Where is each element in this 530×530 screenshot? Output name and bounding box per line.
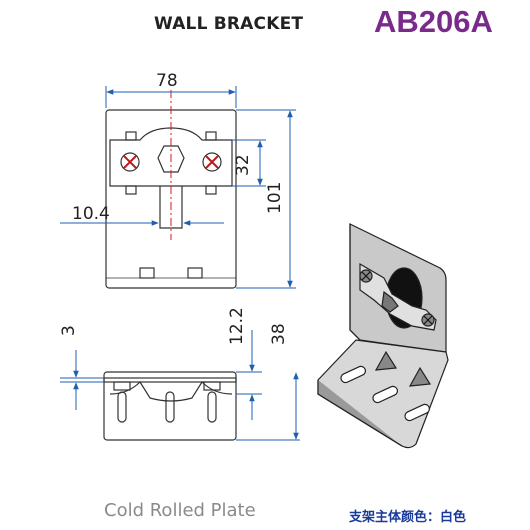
model-code: AB206A (374, 4, 493, 39)
dim-thickness-label: 3 (59, 325, 79, 336)
isometric-view (317, 223, 449, 449)
bottom-flange (103, 377, 237, 383)
screw-right (202, 152, 222, 172)
dim-width-label: 78 (156, 71, 178, 91)
clamp-plate (109, 127, 233, 187)
bottom-screw-right (207, 391, 217, 423)
iso-slot-3 (404, 403, 431, 422)
dim-height (236, 109, 296, 289)
color-note: 支架主体颜色：白色 (349, 510, 467, 525)
bottom-screw-left (117, 391, 127, 423)
clamp-tab-bottom-left (125, 185, 137, 195)
material-label: Cold Rolled Plate (104, 500, 256, 521)
dim-hole-spacing-label: 32 (233, 154, 253, 176)
bottom-nut-right (203, 381, 221, 391)
dim-flange-offset-label: 12.2 (227, 307, 247, 345)
dim-width (105, 86, 237, 108)
iso-slot-2 (372, 385, 399, 404)
iso-gusset-2 (408, 366, 432, 387)
dim-hole-spacing (232, 139, 266, 187)
front-slot-left (139, 267, 155, 279)
dim-depth (236, 372, 300, 441)
front-slot-right (187, 267, 203, 279)
clamp-tab-bottom-right (205, 185, 217, 195)
screw-left-slot (123, 155, 137, 169)
dim-slot-offset-label: 10.4 (72, 204, 110, 224)
bottom-clamp (109, 381, 233, 402)
dim-thickness (60, 350, 104, 410)
dim-depth-label: 38 (269, 323, 289, 345)
screw-left (120, 152, 140, 172)
iso-slot-1 (340, 365, 367, 384)
iso-clamp-socket (381, 290, 399, 313)
bottom-plate-outline (103, 371, 237, 441)
dim-height-label: 101 (265, 182, 285, 214)
dim-flange-offset (236, 330, 262, 420)
iso-clamp (359, 262, 437, 331)
center-socket (157, 145, 185, 173)
screw-right-slot (205, 155, 219, 169)
iso-gusset-1 (374, 350, 398, 371)
clamp-tab-right (205, 131, 217, 141)
bottom-screw-center (165, 391, 175, 423)
center-slot (159, 186, 183, 229)
bottom-view (103, 371, 237, 441)
clamp-tab-left (125, 131, 137, 141)
product-title: WALL BRACKET (154, 14, 304, 34)
bottom-nut-left (113, 381, 131, 391)
